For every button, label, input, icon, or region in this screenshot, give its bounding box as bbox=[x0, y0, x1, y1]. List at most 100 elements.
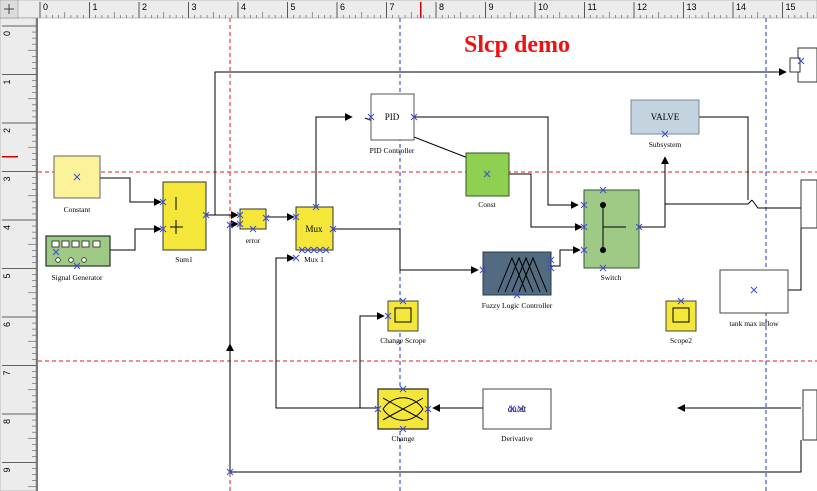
port-marker[interactable] bbox=[410, 113, 418, 121]
port-marker[interactable] bbox=[312, 203, 320, 211]
wire-mux-pid bbox=[315, 113, 353, 206]
port-marker[interactable] bbox=[322, 246, 330, 254]
port-marker[interactable] bbox=[479, 266, 487, 274]
port-marker[interactable] bbox=[599, 264, 607, 272]
port-marker[interactable] bbox=[202, 211, 210, 219]
port-marker[interactable] bbox=[304, 246, 312, 254]
port-marker[interactable] bbox=[599, 186, 607, 194]
constant-label: Constant bbox=[64, 205, 92, 214]
ruler-v-label: 5 bbox=[2, 273, 12, 278]
ruler-v-label: 2 bbox=[2, 128, 12, 133]
ruler-h-label: 4 bbox=[241, 2, 246, 12]
ruler-corner-icon[interactable] bbox=[0, 0, 19, 19]
port-marker[interactable] bbox=[661, 130, 669, 138]
block-mux1[interactable]: Mux Mux 1 bbox=[295, 206, 334, 264]
port-marker[interactable] bbox=[73, 262, 81, 270]
canvas-left-border bbox=[36, 18, 38, 491]
port-marker[interactable] bbox=[292, 254, 300, 262]
port-marker[interactable] bbox=[547, 256, 555, 264]
ruler-v-label: 1 bbox=[2, 79, 12, 84]
block-partial-bottom-right[interactable] bbox=[802, 389, 817, 441]
port-marker[interactable] bbox=[52, 248, 60, 256]
port-marker[interactable] bbox=[399, 297, 407, 305]
port-marker[interactable] bbox=[159, 198, 167, 206]
ruler-h-label: 5 bbox=[291, 2, 296, 12]
ruler-h-label: 2 bbox=[142, 2, 147, 12]
port-marker[interactable] bbox=[517, 405, 525, 413]
port-marker[interactable] bbox=[513, 291, 521, 299]
ruler-v-label: 6 bbox=[2, 322, 12, 327]
port-marker[interactable] bbox=[236, 220, 244, 228]
ruler-h-label: 10 bbox=[538, 2, 548, 12]
port-marker[interactable] bbox=[547, 264, 555, 272]
block-partial-top-right[interactable] bbox=[789, 47, 817, 83]
ruler-h-label: 0 bbox=[43, 2, 48, 12]
block-subsystem[interactable]: VALVE Subsystem bbox=[630, 99, 700, 149]
port-marker[interactable] bbox=[262, 214, 270, 222]
port-marker[interactable] bbox=[367, 113, 375, 121]
derivative-label: Derivative bbox=[501, 434, 533, 443]
port-marker[interactable] bbox=[236, 211, 244, 219]
wire-mux-fuzzy bbox=[333, 228, 479, 274]
port-marker[interactable] bbox=[750, 286, 758, 294]
port-marker[interactable] bbox=[508, 405, 516, 413]
port-marker[interactable] bbox=[580, 223, 588, 231]
ruler-v-label: 9 bbox=[2, 467, 12, 472]
error-label: error bbox=[246, 236, 261, 245]
block-fuzzy-logic-controller[interactable]: Fuzzy Logic Controller bbox=[482, 251, 553, 310]
subsystem-label: Subsystem bbox=[649, 140, 682, 149]
subsystem-inner-text: VALVE bbox=[651, 112, 680, 122]
block-tank-max-inflow[interactable]: tank max inflow bbox=[719, 269, 789, 328]
port-marker[interactable] bbox=[226, 468, 234, 476]
port-marker[interactable] bbox=[298, 246, 306, 254]
port-marker[interactable] bbox=[329, 225, 337, 233]
switch-icon bbox=[600, 202, 626, 253]
mux1-inner-text: Mux bbox=[305, 224, 323, 234]
port-marker[interactable] bbox=[374, 405, 382, 413]
port-marker[interactable] bbox=[580, 201, 588, 209]
fuzzy-label: Fuzzy Logic Controller bbox=[482, 301, 553, 310]
scope2-label: Scope2 bbox=[670, 336, 692, 345]
scope-screen-icon bbox=[394, 307, 412, 323]
ruler-h-label: 1 bbox=[93, 2, 98, 12]
port-marker[interactable] bbox=[483, 170, 491, 178]
wire-fuzzy-switch bbox=[551, 246, 581, 267]
port-marker[interactable] bbox=[399, 425, 407, 433]
port-marker[interactable] bbox=[226, 221, 234, 229]
port-marker[interactable] bbox=[399, 385, 407, 393]
port-marker[interactable] bbox=[73, 173, 81, 181]
port-marker[interactable] bbox=[316, 246, 324, 254]
port-marker[interactable] bbox=[580, 246, 588, 254]
block-sum1[interactable]: Sum1 bbox=[162, 181, 207, 264]
port-marker[interactable] bbox=[677, 297, 685, 305]
port-marker[interactable] bbox=[797, 57, 805, 65]
scope-screen-icon bbox=[672, 307, 690, 323]
wire-pid-switch bbox=[414, 116, 579, 209]
port-marker[interactable] bbox=[159, 225, 167, 233]
ruler-h-label: 3 bbox=[192, 2, 197, 12]
block-partial-tank[interactable] bbox=[800, 179, 817, 229]
switch-label: Switch bbox=[601, 273, 622, 282]
block-derivative[interactable]: du/dt Derivative bbox=[482, 388, 552, 443]
block-switch[interactable]: Switch bbox=[583, 189, 640, 282]
port-marker[interactable] bbox=[424, 405, 432, 413]
wire-constant-sum bbox=[100, 177, 162, 206]
block-scope2[interactable]: Scope2 bbox=[665, 300, 697, 345]
port-marker[interactable] bbox=[249, 225, 257, 233]
block-signal-generator[interactable]: Signal Generator bbox=[45, 235, 111, 282]
port-marker[interactable] bbox=[310, 246, 318, 254]
wire-into-error bbox=[229, 220, 239, 344]
change-wave-icon bbox=[382, 397, 424, 421]
wire-bottom-return bbox=[226, 343, 802, 473]
block-pid-controller[interactable]: PID PID Controller bbox=[370, 93, 415, 155]
port-marker[interactable] bbox=[635, 223, 643, 231]
port-marker[interactable] bbox=[292, 213, 300, 221]
tank-label: tank max inflow bbox=[729, 319, 779, 328]
ruler-h-label: 14 bbox=[736, 2, 746, 12]
port-marker[interactable] bbox=[384, 312, 392, 320]
wire-to-tank bbox=[751, 199, 801, 209]
